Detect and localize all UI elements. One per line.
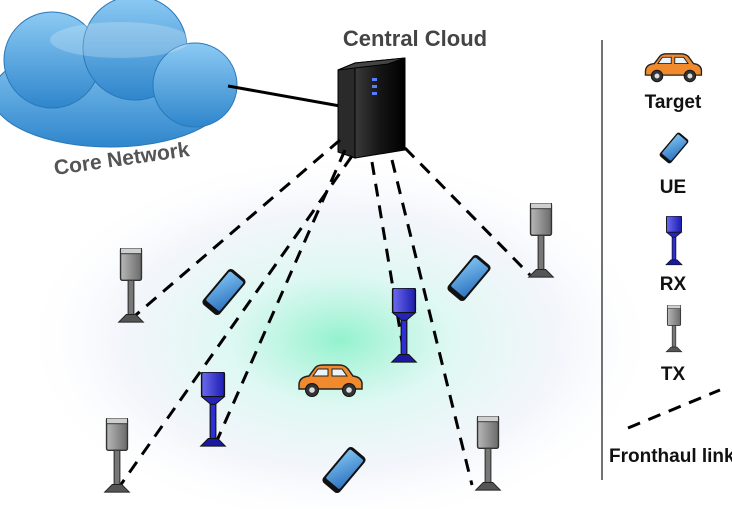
fronthaul-link bbox=[113, 155, 354, 494]
legend-rx-icon bbox=[665, 216, 683, 266]
fronthaul-links bbox=[113, 138, 532, 494]
fronthaul-link bbox=[370, 161, 407, 361]
legend-fronthaul-icon bbox=[627, 388, 721, 430]
fronthaul-link bbox=[129, 138, 341, 322]
legend: Target UE RX TX Fronthaul link bbox=[609, 53, 732, 467]
fronthaul-link bbox=[390, 159, 474, 486]
legend-target-icon bbox=[644, 53, 703, 83]
legend-ue-icon bbox=[658, 131, 690, 165]
server-icon bbox=[337, 57, 406, 159]
legend-tx-label: TX bbox=[661, 364, 686, 385]
legend-ue-label: UE bbox=[660, 177, 686, 198]
core-link bbox=[227, 84, 341, 108]
fronthaul-link bbox=[403, 146, 532, 277]
legend-target-label: Target bbox=[645, 92, 702, 113]
legend-fronthaul-label: Fronthaul link bbox=[609, 446, 732, 467]
coverage-glow bbox=[20, 150, 660, 509]
legend-tx-icon bbox=[665, 305, 683, 353]
central-cloud-label: Central Cloud bbox=[343, 26, 487, 51]
cloud-icon bbox=[0, 0, 238, 148]
legend-rx-label: RX bbox=[660, 274, 687, 295]
